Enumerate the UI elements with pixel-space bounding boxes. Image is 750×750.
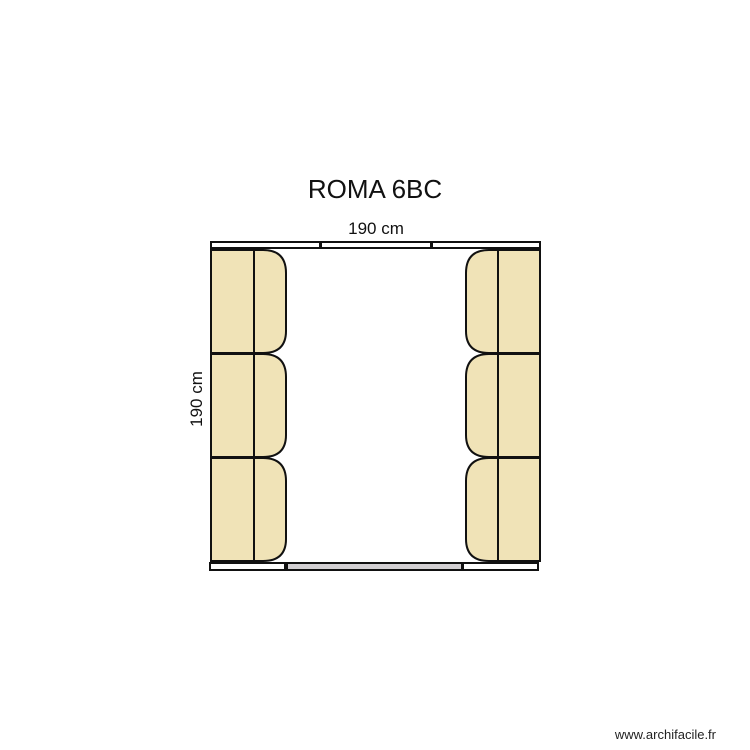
watermark: www.archifacile.fr — [614, 727, 716, 742]
width-dimension-label: 190 cm — [348, 219, 404, 238]
left-seat-2[interactable] — [210, 353, 287, 458]
bottom-wall — [209, 562, 539, 571]
right-seat-3[interactable] — [465, 457, 541, 562]
plan-title: ROMA 6BC — [307, 174, 443, 204]
left-seat-1[interactable] — [210, 249, 287, 354]
right-seat-2[interactable] — [465, 353, 541, 458]
door[interactable] — [286, 562, 463, 571]
top-wall — [210, 241, 541, 249]
right-seat-1[interactable] — [465, 249, 541, 354]
left-seat-3[interactable] — [210, 457, 287, 562]
